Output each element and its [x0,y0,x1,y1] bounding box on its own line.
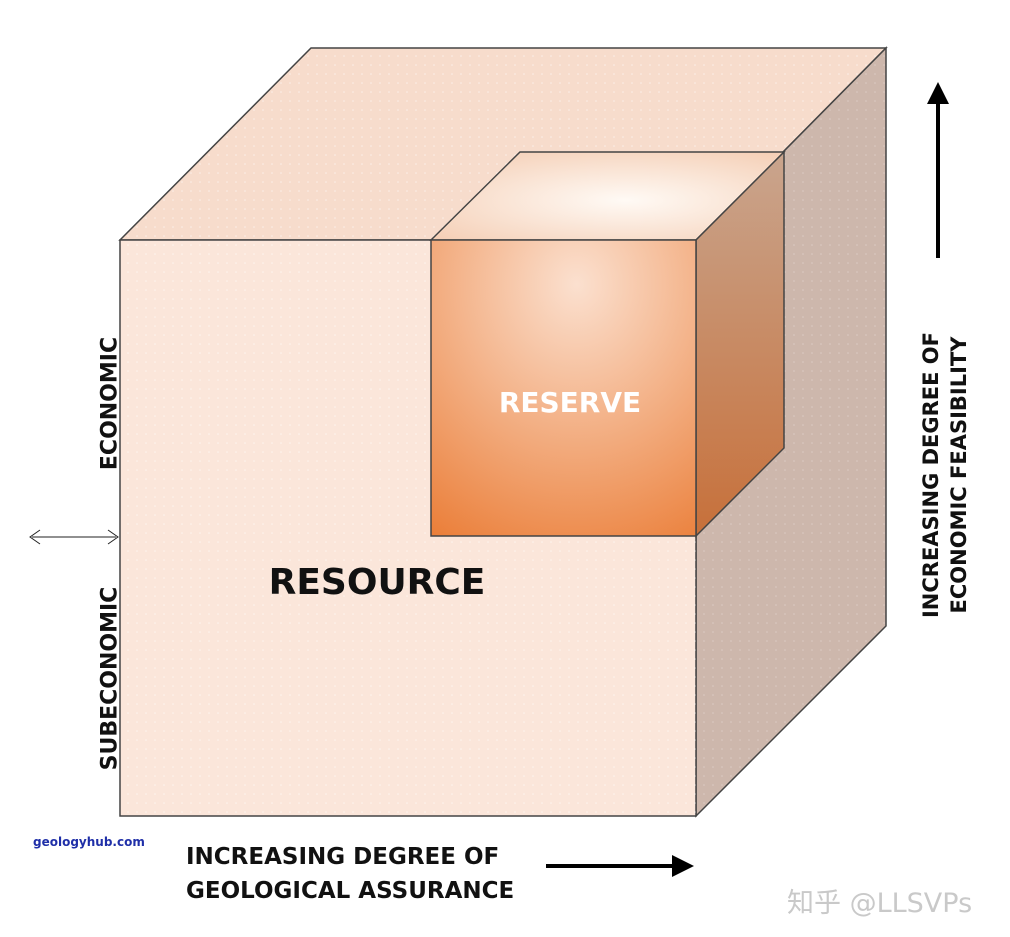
feasibility-arrow-icon [927,82,949,258]
watermark: 知乎 @LLSVPs [787,888,973,919]
reserve-cube-front [430,239,697,537]
economic-boundary-arrow [29,529,119,545]
source-credit: geologyhub.com [33,835,145,849]
resource-label: RESOURCE [269,562,486,603]
assurance-arrow-icon [546,855,694,877]
economic-label: ECONOMIC [97,336,123,471]
assurance-line-1: INCREASING DEGREE OF [186,844,500,870]
economic-feasibility-axis-title: INCREASING DEGREE OF ECONOMIC FEASIBILIT… [917,310,973,640]
reserve-label: RESERVE [499,386,641,419]
assurance-line-2: GEOLOGICAL ASSURANCE [186,878,515,904]
subeconomic-label: SUBECONOMIC [97,586,123,771]
feasibility-line-1: INCREASING DEGREE OF [919,332,943,619]
geological-assurance-axis-title: INCREASING DEGREE OF GEOLOGICAL ASSURANC… [186,840,514,908]
feasibility-line-2: ECONOMIC FEASIBILITY [947,336,971,614]
